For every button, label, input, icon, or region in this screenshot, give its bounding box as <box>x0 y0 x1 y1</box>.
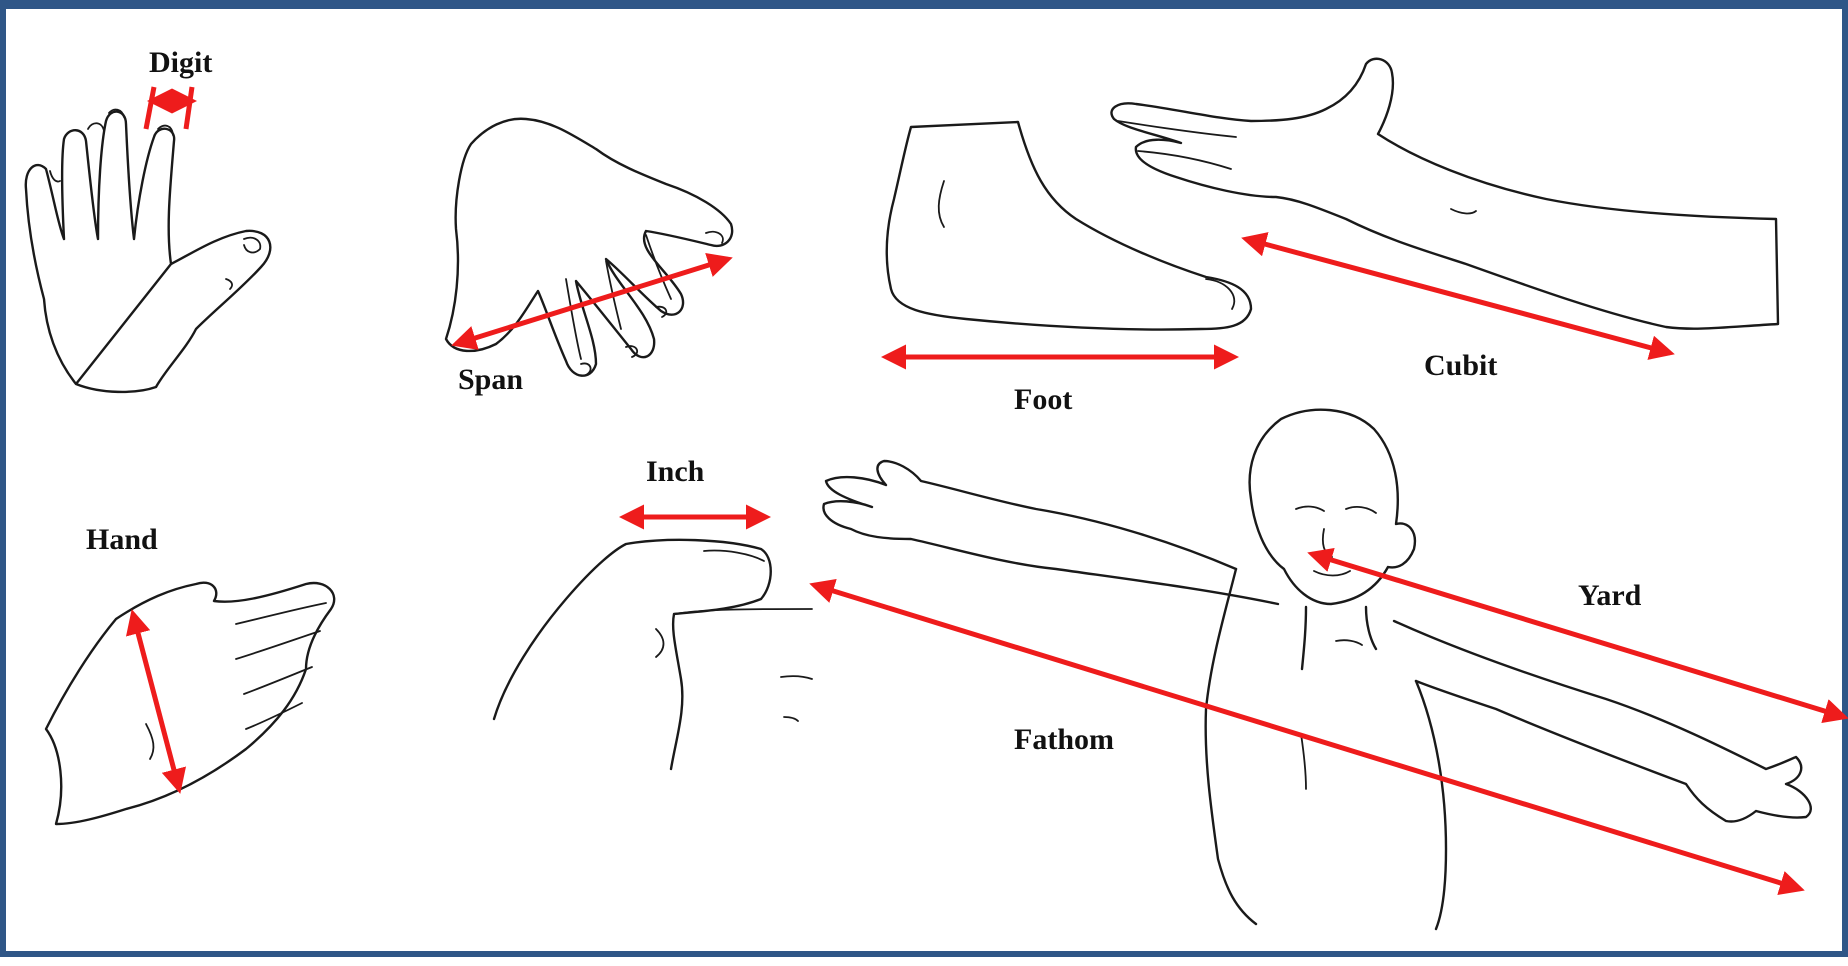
foot-illustration <box>887 122 1251 330</box>
span-arrow <box>456 259 728 344</box>
fathom-arrow <box>814 585 1800 889</box>
digit-hand-illustration <box>26 110 271 392</box>
span-hand-illustration <box>446 119 732 376</box>
span-label: Span <box>458 363 523 396</box>
man-illustration <box>823 410 1810 929</box>
cubit-arm-illustration <box>1111 59 1778 329</box>
foot-label: Foot <box>1014 383 1072 416</box>
cubit-label: Cubit <box>1424 349 1497 382</box>
yard-label: Yard <box>1578 579 1642 612</box>
fathom-label: Fathom <box>1014 723 1114 756</box>
digit-label: Digit <box>149 46 212 79</box>
cubit-arrow <box>1246 239 1670 353</box>
hand-palm-illustration <box>46 583 334 824</box>
hand-label: Hand <box>86 523 158 556</box>
digit-arrow <box>146 87 192 129</box>
diagram-canvas: Digit Span Foot Cubit Hand Inch <box>6 9 1848 966</box>
inch-label: Inch <box>646 455 705 488</box>
hand-arrow <box>133 614 179 789</box>
inch-thumb-illustration <box>494 540 812 769</box>
